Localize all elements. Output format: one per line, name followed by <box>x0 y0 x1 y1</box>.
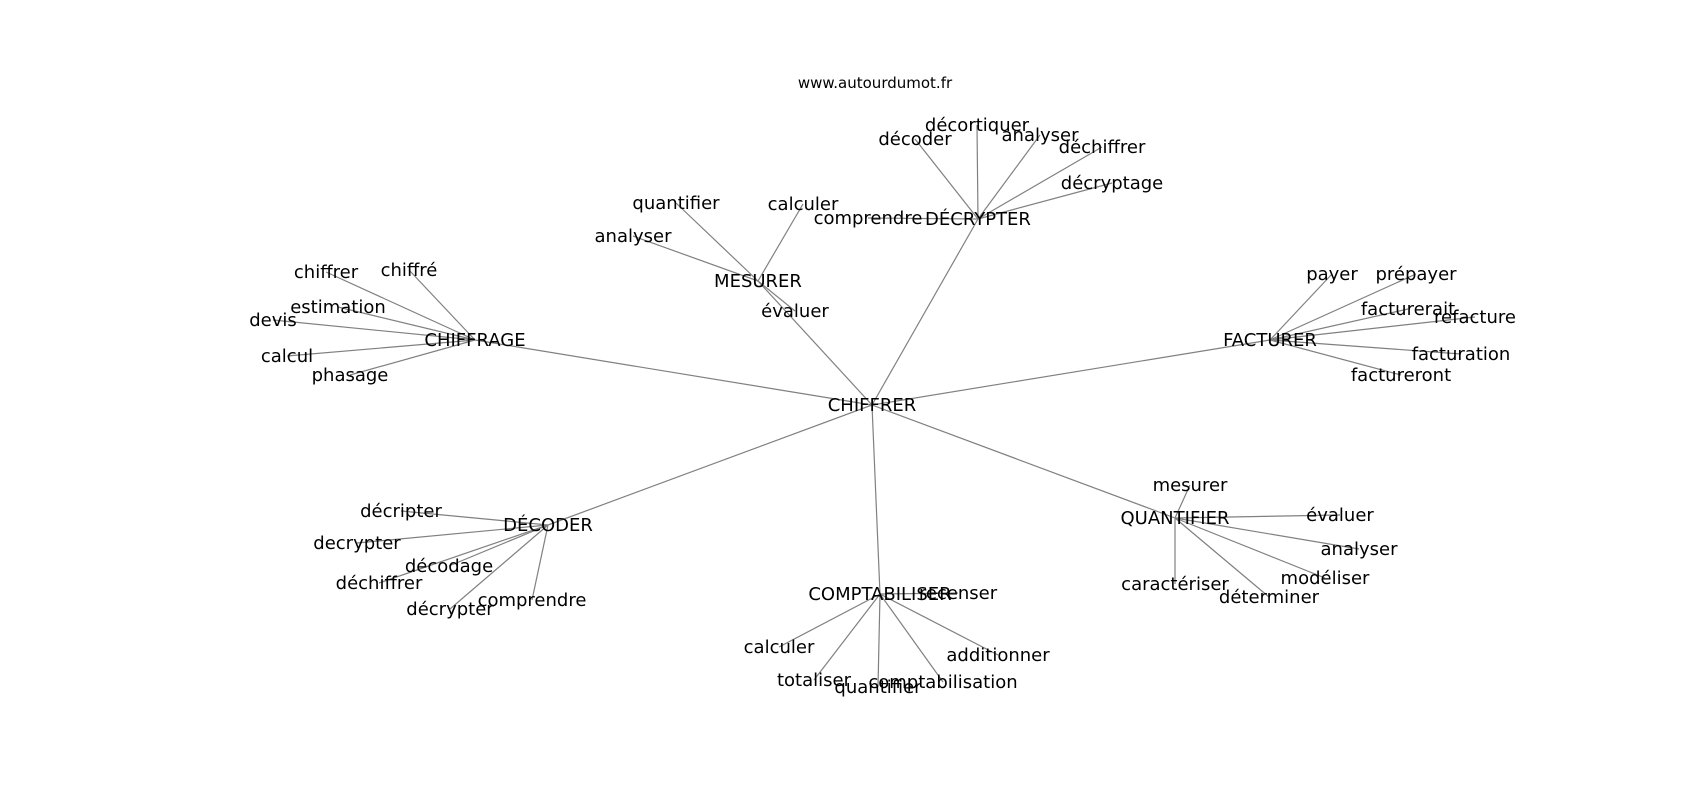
edge-comptabiliser-totaliser <box>813 593 881 681</box>
leaf-node-chiffrage-phasage: phasage <box>312 365 389 386</box>
leaf-node-quantifier-determiner: déterminer <box>1219 587 1320 608</box>
root-node-label: CHIFFRER <box>828 395 917 416</box>
edge-decrypter-decryptage <box>977 182 1113 220</box>
hub-node-chiffrage: CHIFFRAGE <box>424 330 525 351</box>
leaf-node-decrypter-comprendre: comprendre <box>814 208 923 229</box>
leaf-node-facturer-facturerait: facturerait <box>1361 299 1455 320</box>
edge-root-chiffrage <box>474 339 873 406</box>
hub-node-decoder: DÉCODER <box>503 514 593 536</box>
edge-chiffrage-phasage <box>349 339 476 376</box>
leaf-node-facturer-refacture: refacture <box>1434 307 1516 328</box>
leaf-node-comptabiliser-quantifier: quantifier <box>834 677 922 698</box>
hub-node-quantifier: QUANTIFIER <box>1121 508 1230 529</box>
hub-node-comptabiliser: COMPTABILISER <box>808 584 951 605</box>
edge-facturer-factureront <box>1269 339 1402 376</box>
leaf-node-decrypter-analyser: analyser <box>1002 125 1080 146</box>
edge-comptabiliser-comptabilisation <box>879 593 944 683</box>
edge-facturer-facturation <box>1269 339 1462 355</box>
edge-chiffrage-chiffrer <box>325 271 476 341</box>
leaf-node-mesurer-calculer: calculer <box>768 194 839 215</box>
leaf-node-comptabiliser-recenser: recenser <box>919 583 998 604</box>
edge-decrypter-comprendre <box>867 217 979 220</box>
leaf-node-mesurer-evaluer: évaluer <box>761 301 829 322</box>
leaf-node-chiffrage-chiffre: chiffré <box>381 260 438 281</box>
graph-labels: www.autourdumot.fr CHIFFRER CHIFFRAGE chif… <box>249 74 1516 698</box>
leaf-node-facturer-facturation: facturation <box>1412 344 1511 365</box>
edge-decoder-dechiffrer <box>378 524 549 584</box>
edge-root-decoder <box>547 404 873 526</box>
leaf-node-decoder-decodage: décodage <box>405 556 493 577</box>
edge-chiffrage-chiffre <box>408 269 476 341</box>
edge-decrypter-analyser <box>977 134 1041 220</box>
edge-comptabiliser-quantifier <box>877 593 881 688</box>
edge-decoder-decodage <box>448 524 549 567</box>
edge-root-quantifier <box>871 404 1176 519</box>
edge-facturer-payer <box>1269 273 1333 341</box>
leaf-node-facturer-factureront: factureront <box>1351 365 1451 386</box>
leaf-node-chiffrage-devis: devis <box>249 310 297 331</box>
leaf-node-mesurer-analyser: analyser <box>595 226 673 247</box>
graph-edges <box>272 124 1476 688</box>
leaf-node-comptabiliser-totaliser: totaliser <box>777 670 852 691</box>
leaf-node-chiffrage-estimation: estimation <box>290 297 386 318</box>
leaf-node-decoder-decrypter: décrypter <box>406 599 494 620</box>
leaf-node-quantifier-analyser: analyser <box>1321 539 1399 560</box>
edge-facturer-facturerait <box>1269 308 1409 341</box>
hub-node-mesurer: MESURER <box>714 271 802 292</box>
edge-facturer-prepayer <box>1269 273 1417 341</box>
leaf-node-facturer-payer: payer <box>1306 264 1358 285</box>
leaf-node-decrypter-decortiquer: décortiquer <box>925 115 1030 136</box>
edge-mesurer-evaluer <box>757 280 796 312</box>
leaf-node-chiffrage-calcul: calcul <box>261 346 313 367</box>
edge-root-decrypter <box>871 218 979 406</box>
edge-decrypter-decortiquer <box>976 124 979 220</box>
leaf-node-decrypter-decoder: décoder <box>878 129 952 150</box>
leaf-node-facturer-prepayer: prépayer <box>1375 264 1457 285</box>
leaf-node-quantifier-modeliser: modéliser <box>1281 568 1371 589</box>
edge-decoder-decrypter <box>356 524 549 544</box>
edge-quantifier-modeliser <box>1174 517 1326 579</box>
edge-root-facturer <box>871 339 1271 406</box>
leaf-node-quantifier-evaluer: évaluer <box>1306 505 1374 526</box>
edge-decrypter-dechiffrer <box>977 146 1103 220</box>
edge-mesurer-quantifier <box>675 202 759 282</box>
edge-facturer-refacture <box>1269 316 1476 341</box>
edge-quantifier-determiner <box>1174 517 1270 598</box>
leaf-node-quantifier-mesurer: mesurer <box>1153 475 1228 496</box>
edge-quantifier-analyser <box>1174 517 1360 550</box>
hub-node-decrypter: DÉCRYPTER <box>925 208 1031 230</box>
edge-comptabiliser-additionner <box>879 593 999 656</box>
edge-chiffrage-devis <box>272 319 476 341</box>
leaf-node-decrypter-decryptage: décryptage <box>1061 173 1163 194</box>
leaf-node-decoder-decrypter: decrypter <box>313 533 401 554</box>
leaf-node-comptabiliser-comptabilisation: comptabilisation <box>868 672 1017 693</box>
edge-decoder-comprendre <box>531 524 549 601</box>
edge-chiffrage-calcul <box>286 339 476 357</box>
edge-quantifier-mesurer <box>1174 484 1191 519</box>
edge-decrypter-decoder <box>914 138 979 220</box>
edge-root-comptabiliser <box>871 404 881 595</box>
leaf-node-decrypter-dechiffrer: déchiffrer <box>1059 137 1146 158</box>
leaf-node-decoder-dechiffrer: déchiffrer <box>336 573 423 594</box>
edge-comptabiliser-recenser <box>879 592 959 595</box>
leaf-node-comptabiliser-calculer: calculer <box>744 637 815 658</box>
hub-node-facturer: FACTURER <box>1223 330 1317 351</box>
edge-decoder-decripter <box>400 510 549 526</box>
leaf-node-mesurer-quantifier: quantifier <box>632 193 720 214</box>
leaf-node-comptabiliser-additionner: additionner <box>946 645 1050 666</box>
edge-quantifier-evaluer <box>1174 514 1341 519</box>
source-watermark: www.autourdumot.fr <box>798 74 953 92</box>
edge-mesurer-calculer <box>757 203 804 282</box>
edge-comptabiliser-calculer <box>778 593 881 648</box>
edge-decoder-decrypter <box>449 524 549 610</box>
edge-mesurer-analyser <box>632 235 759 282</box>
leaf-node-quantifier-caracteriser: caractériser <box>1121 574 1229 595</box>
leaf-node-chiffrage-chiffrer: chiffrer <box>294 262 359 283</box>
leaf-node-decoder-comprendre: comprendre <box>478 590 587 611</box>
edge-root-mesurer <box>757 280 873 406</box>
leaf-node-decoder-decripter: décripter <box>360 501 442 522</box>
edge-chiffrage-estimation <box>337 306 476 341</box>
